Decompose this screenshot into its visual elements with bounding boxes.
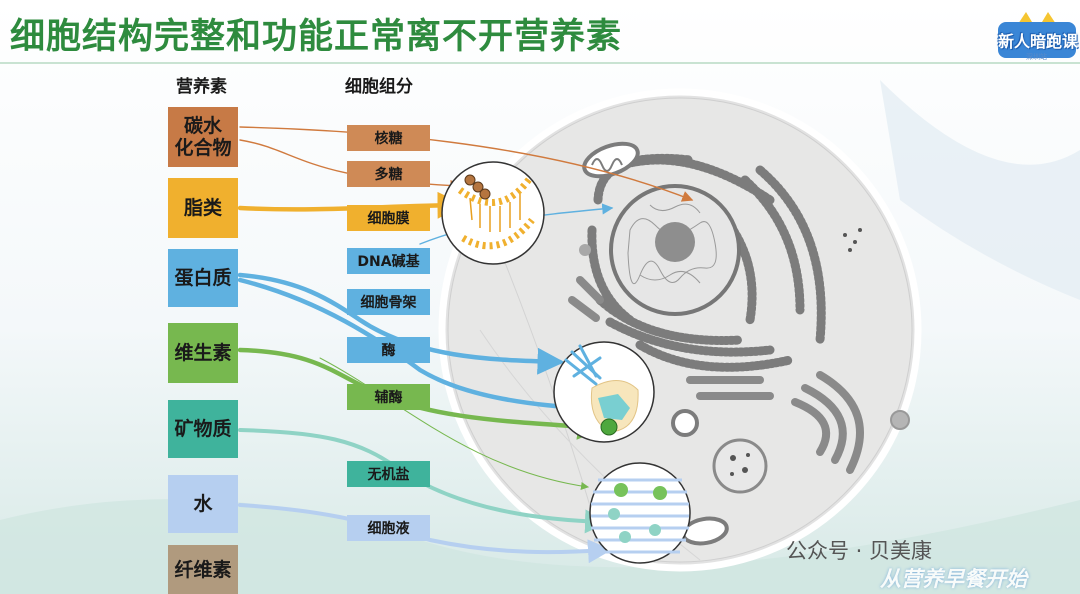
component-inorganic-salt: 无机盐	[347, 461, 430, 487]
component-ribose: 核糖	[347, 125, 430, 151]
golgi-apparatus	[568, 276, 864, 474]
component-coenzyme: 辅酶	[347, 384, 430, 410]
component-membrane: 细胞膜	[347, 205, 430, 231]
brand-logo	[998, 12, 1076, 58]
nutrient-fiber: 纤维素	[168, 545, 238, 594]
nutrient-carbohydrate-label: 碳水化合物	[174, 115, 232, 159]
nutrient-vitamin: 维生素	[168, 323, 238, 383]
component-polysaccharide: 多糖	[347, 161, 430, 187]
nutrient-lipid: 脂类	[168, 178, 238, 238]
component-cytosol: 细胞液	[347, 515, 430, 541]
nutrient-mineral: 矿物质	[168, 400, 238, 458]
organelles	[579, 228, 910, 494]
membrane-inset	[441, 161, 545, 265]
component-dna-base: DNA碱基	[347, 248, 430, 274]
nutrient-water: 水	[168, 475, 238, 533]
nucleus	[609, 184, 741, 316]
slogan-watermark: 从营养早餐开始	[880, 567, 1027, 591]
brand-logo-text: 新人暗跑课	[998, 32, 1079, 51]
components-header: 细胞组分	[345, 77, 413, 97]
enzyme-inset	[553, 341, 655, 443]
component-enzyme: 酶	[347, 337, 430, 363]
brand-logo-subtext: 深圳站	[1026, 53, 1047, 61]
nutrient-carbohydrate: 碳水化合物	[168, 107, 238, 167]
publisher-watermark: 公众号 · 贝美康	[786, 539, 933, 563]
mitochondria	[582, 141, 729, 546]
cytosol-inset	[589, 462, 691, 564]
page-title: 细胞结构完整和功能正常离不开营养素	[10, 17, 623, 57]
title-divider	[0, 62, 1080, 64]
nutrients-header: 营养素	[176, 77, 227, 97]
component-cytoskeleton: 细胞骨架	[347, 289, 430, 315]
nutrient-protein: 蛋白质	[168, 249, 238, 307]
